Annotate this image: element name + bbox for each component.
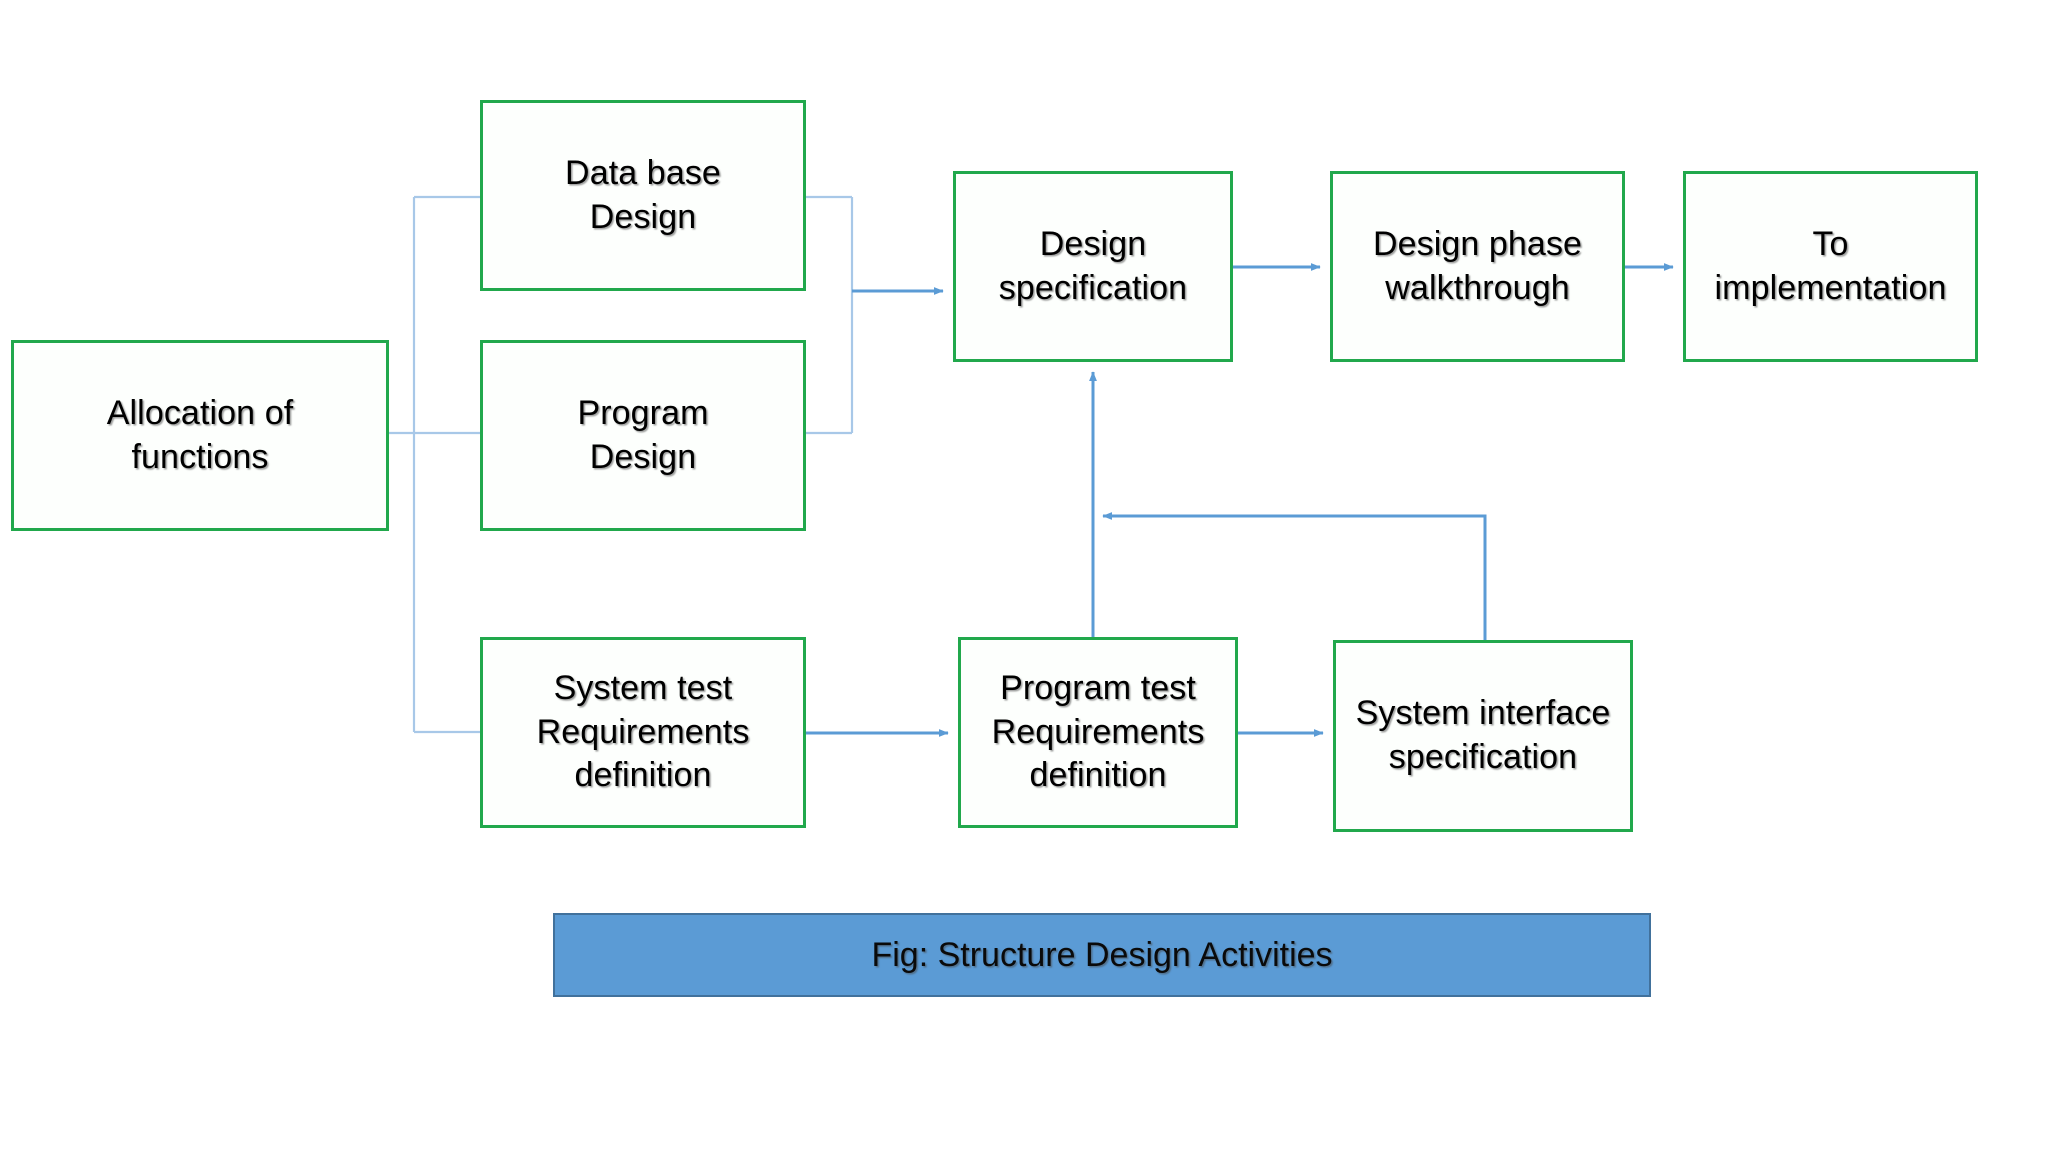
node-system-test-requirements[interactable]: System test Requirements definition [480, 637, 806, 828]
node-design-specification[interactable]: Design specification [953, 171, 1233, 362]
node-allocation-of-functions[interactable]: Allocation of functions [11, 340, 389, 531]
node-to-implementation[interactable]: To implementation [1683, 171, 1978, 362]
connector-interface-spec-feedback [1102, 512, 1487, 640]
connector-merge-to-design-specification [806, 195, 944, 435]
node-system-interface-specification[interactable]: System interface specification [1333, 640, 1633, 832]
node-program-test-requirements[interactable]: Program test Requirements definition [958, 637, 1238, 828]
figure-caption-banner: Fig: Structure Design Activities [553, 913, 1651, 997]
node-data-base-design[interactable]: Data base Design [480, 100, 806, 291]
connector-allocation-to-split [389, 197, 416, 732]
node-design-phase-walkthrough[interactable]: Design phase walkthrough [1330, 171, 1625, 362]
node-program-design[interactable]: Program Design [480, 340, 806, 531]
